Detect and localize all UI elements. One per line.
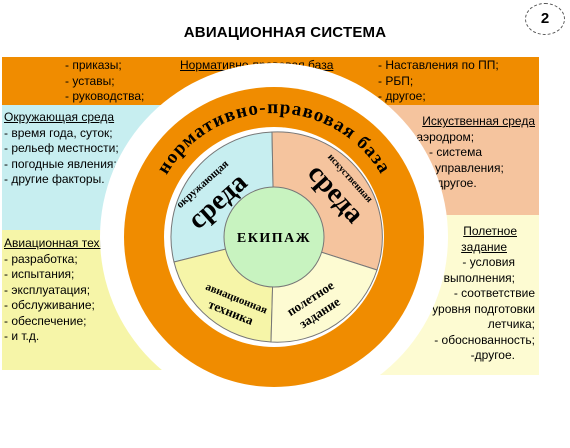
list-item: - испытания; (4, 267, 75, 281)
list-item: - соответствие (453, 286, 535, 300)
list-item: - эксплуатация; (4, 282, 91, 297)
list-item: - погодные явления; (4, 156, 117, 171)
aviation-technics-block: Авиационная техника - разработка; - испы… (4, 236, 125, 345)
flight-task-block: Полетное задание - условия выполнения; -… (395, 224, 535, 364)
list-item: - приказы; (65, 58, 122, 72)
list-item: - другое. (429, 176, 477, 190)
list-item: управления; (435, 160, 504, 175)
list-item: - система (429, 145, 482, 159)
list-item: - обслуживание; (4, 298, 95, 312)
center-crew-label: ЕКИПАЖ (237, 231, 311, 246)
natural-environment-block: Окружающая среда - время года, суток; - … (4, 110, 119, 188)
list-item: - и т.д. (4, 329, 40, 343)
page-title: АВИАЦИОННАЯ СИСТЕМА (183, 24, 387, 41)
list-item: - аэродром; (409, 129, 475, 144)
list-item: - обоснованность; (434, 332, 535, 347)
list-item: - условия (462, 255, 515, 269)
list-item: - время года, суток; (4, 125, 113, 140)
natural-environment-heading: Окружающая среда (4, 110, 115, 124)
flight-task-heading-2: задание (461, 239, 507, 254)
list-item: - руководства; (65, 89, 145, 103)
normative-right-list: - Наставления по ПП; - РБП; - другое; (378, 58, 499, 105)
list-item: - обеспечение; (4, 313, 87, 328)
center-crew-circle (223, 186, 325, 288)
artificial-environment-heading: Искуственная среда (422, 114, 535, 128)
artificial-environment-block: Искуственная среда - аэродром; - система… (395, 114, 535, 192)
flight-task-heading-1: Полетное (463, 224, 517, 238)
list-item: - РБП; (378, 73, 414, 88)
normative-left-list: - приказы; - уставы; - руководства; (65, 58, 144, 105)
list-item: -другое. (470, 348, 515, 362)
list-item: - рельеф местности; (4, 141, 119, 155)
list-item: выполнения; (443, 270, 515, 285)
list-item: уровня подготовки (432, 301, 535, 316)
list-item: - разработка; (4, 251, 78, 266)
list-item: летчика; (487, 317, 535, 331)
list-item: - Наставления по ПП; (378, 58, 499, 72)
list-item: - уставы; (65, 73, 115, 88)
list-item: - другие факторы. (4, 172, 105, 186)
aviation-technics-heading: Авиационная техника (4, 236, 126, 250)
page-number-badge: 2 (525, 3, 565, 35)
list-item: - другое; (378, 89, 426, 103)
